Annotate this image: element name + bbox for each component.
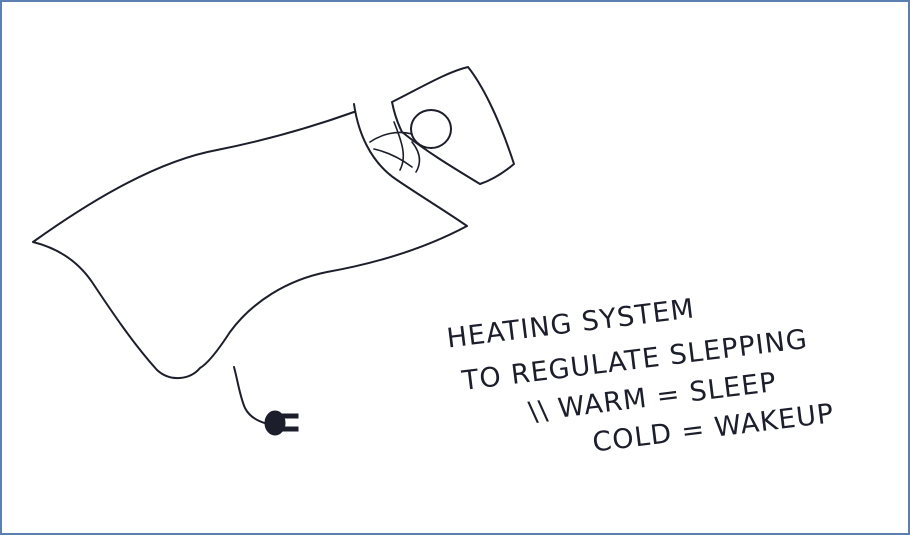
handwritten-note: HEATING SYSTEM TO REGULATE SLEPPING \\ W… xyxy=(445,293,836,458)
sleeper-shoulders xyxy=(369,121,421,173)
blanket-outline xyxy=(32,103,468,379)
sleeper-head xyxy=(410,109,452,149)
plug-icon xyxy=(264,410,299,436)
power-cord xyxy=(233,366,269,425)
